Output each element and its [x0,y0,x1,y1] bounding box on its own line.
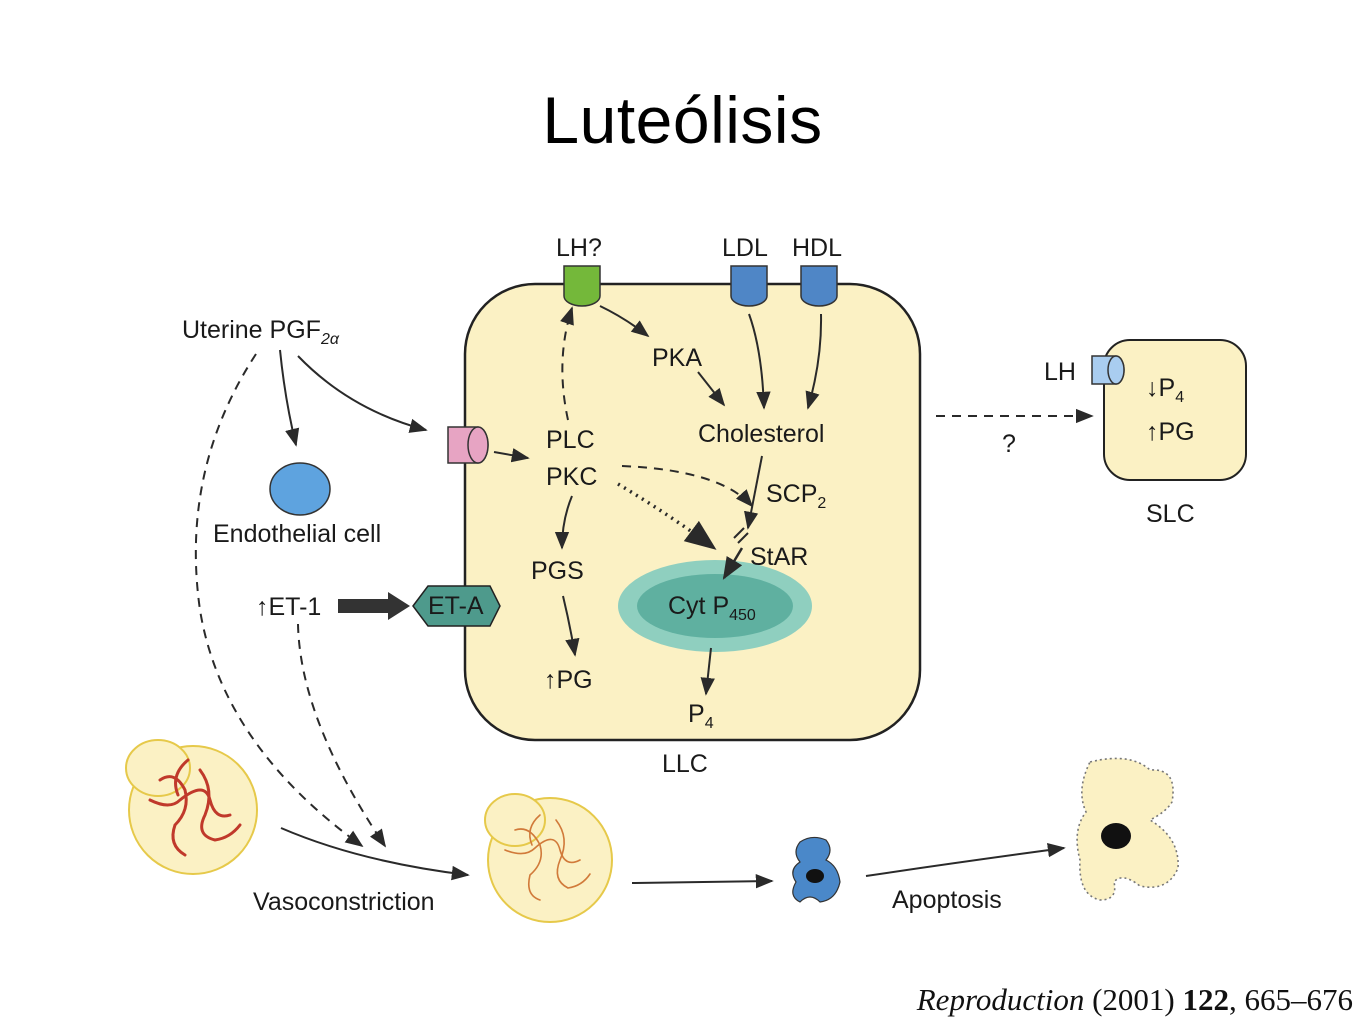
arrow-plc-to-lh-dashed [560,306,574,421]
question-label: ? [1002,430,1016,458]
et1-label: ↑ET-1 [256,593,321,621]
star-block-marks [733,527,749,544]
arrow-cl-to-vasoconstricted [280,827,470,881]
arrow-cholesterol-to-star [744,455,763,530]
arrow-et1-to-vasoconstriction-dashed [297,623,387,848]
arrow-apoptosis [865,843,1066,877]
hdl-label: HDL [792,234,842,262]
arrow-lh-to-pka [599,305,650,338]
arrow-pkc-to-pgs [554,495,573,550]
arrow-to-apoptotic-cell [631,874,774,889]
corpus-luteum-vasoconstricted [484,793,613,923]
ldl-receptor [730,265,768,307]
slc-pg-label: ↑PG [1146,418,1195,446]
arrow-pgf-to-receptor [297,355,428,433]
lh-receptor-label: LH? [556,234,602,262]
llc-label: LLC [662,750,708,778]
arrow-star-to-cyt [722,547,744,580]
eta-label: ET-A [428,592,484,620]
slc-label: SLC [1146,500,1195,528]
arrow-pka-to-cholesterol [697,371,726,407]
small-luteal-cell [1103,339,1247,481]
lh-receptor-slc [1091,355,1125,385]
vasoconstriction-label: Vasoconstriction [253,888,435,916]
arrow-pgf-to-vasoconstriction-dashed [194,353,364,848]
eta-receptor [412,585,501,627]
arrow-cyt-to-p4 [700,647,715,696]
citation-journal: Reproduction [916,982,1085,1017]
slide-title: Luteólisis [542,83,823,157]
ldl-label: LDL [722,234,768,262]
hdl-receptor [800,265,838,307]
lh-receptor [563,265,601,307]
citation: Reproduction (2001) 122, 665–676 [916,982,1354,1017]
citation-volume: 122 [1182,982,1230,1017]
pg-increase-label: ↑PG [544,666,593,694]
arrow-ldl-to-cholesterol [748,313,771,410]
pkc-label: PKC [546,463,597,491]
endothelial-cell [269,462,331,516]
endothelial-cell-label: Endothelial cell [213,520,381,548]
pka-label: PKA [652,344,702,372]
arrow-pkc-to-scp-dashed [621,465,754,508]
apoptotic-body [1076,757,1179,901]
scp2-label: SCP2 [766,480,826,512]
corpus-luteum-normal [125,739,258,875]
uterine-pgf-label: Uterine PGF2α [182,316,340,348]
p4-label: P4 [688,700,714,732]
star-label: StAR [750,543,808,571]
arrow-receptor-to-plc [493,448,530,463]
arrow-hdl-to-cholesterol [805,313,823,410]
pgs-label: PGS [531,557,584,585]
arrow-pgf-to-endothelial [279,349,300,447]
cholesterol-label: Cholesterol [698,420,824,448]
pgf-receptor [447,426,489,464]
lh-slc-label: LH [1044,358,1076,386]
citation-pages: 665–676 [1244,982,1354,1017]
plc-label: PLC [546,426,595,454]
apoptotic-cell [792,836,841,903]
apoptosis-label: Apoptosis [892,886,1002,914]
cyt-p450-label: Cyt P450 [668,592,756,624]
arrow-et1-to-eta [338,592,410,620]
citation-year: (2001) [1092,982,1175,1017]
arrow-pgs-to-pg [562,595,580,657]
slc-p4-label: ↓P4 [1146,374,1184,406]
